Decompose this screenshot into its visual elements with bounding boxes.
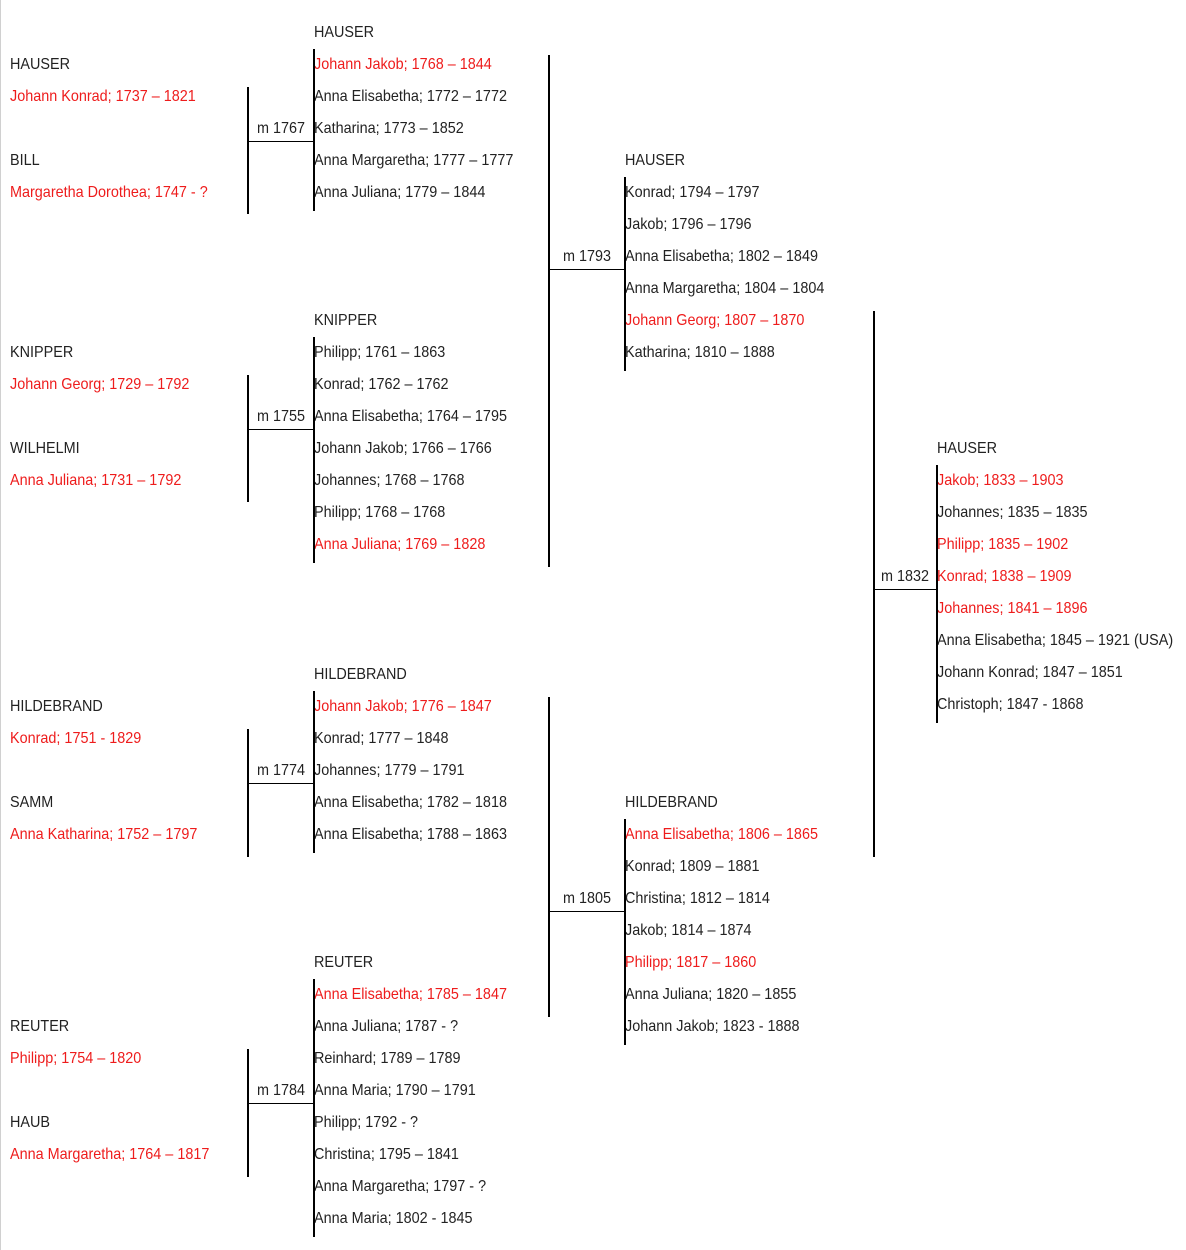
child-entry: Anna Maria; 1802 - 1845 (314, 1210, 473, 1227)
marriage-connector (874, 589, 937, 590)
couple-bar (247, 87, 249, 214)
wife-surname: SAMM (10, 794, 54, 811)
child-entry: Konrad; 1762 – 1762 (314, 376, 449, 393)
child-entry: Christoph; 1847 - 1868 (937, 696, 1084, 713)
child-entry: Anna Juliana; 1787 - ? (314, 1018, 459, 1035)
child-entry: Konrad; 1794 – 1797 (625, 184, 760, 201)
couple-bar (247, 1049, 249, 1177)
child-entry: Katharina; 1810 – 1888 (625, 344, 775, 361)
child-entry: Reinhard; 1789 – 1789 (314, 1050, 461, 1067)
child-entry: Katharina; 1773 – 1852 (314, 120, 464, 137)
husband-name: Philipp; 1754 – 1820 (10, 1050, 142, 1067)
family-surname: HILDEBRAND (314, 666, 407, 683)
children-bracket-line (624, 819, 626, 1045)
child-entry: Philipp; 1817 – 1860 (625, 954, 757, 971)
child-entry: Anna Elisabetha; 1802 – 1849 (625, 248, 818, 265)
couple-bar (548, 55, 550, 567)
wife-name: Margaretha Dorothea; 1747 - ? (10, 184, 208, 201)
child-entry: Philipp; 1835 – 1902 (937, 536, 1069, 553)
child-entry: Johann Jakob; 1768 – 1844 (314, 56, 492, 73)
child-entry: Johannes; 1835 – 1835 (937, 504, 1088, 521)
child-entry: Konrad; 1777 – 1848 (314, 730, 449, 747)
child-entry: Johannes; 1779 – 1791 (314, 762, 465, 779)
marriage-label: m 1784 (257, 1082, 306, 1099)
wife-surname: WILHELMI (10, 440, 80, 457)
children-bracket-line (313, 979, 315, 1237)
marriage-label: m 1755 (257, 408, 306, 425)
wife-surname: HAUB (10, 1114, 51, 1131)
child-entry: Anna Juliana; 1769 – 1828 (314, 536, 486, 553)
child-entry: Anna Margaretha; 1777 – 1777 (314, 152, 514, 169)
marriage-connector (248, 1103, 314, 1104)
husband-surname: KNIPPER (10, 344, 74, 361)
marriage-connector (248, 429, 314, 430)
child-entry: Anna Elisabetha; 1782 – 1818 (314, 794, 507, 811)
child-entry: Anna Juliana; 1779 – 1844 (314, 184, 486, 201)
family-surname: HAUSER (625, 152, 686, 169)
family-surname: HAUSER (937, 440, 998, 457)
marriage-label: m 1832 (881, 568, 930, 585)
child-entry: Johann Georg; 1807 – 1870 (625, 312, 805, 329)
marriage-connector (549, 911, 625, 912)
marriage-label: m 1767 (257, 120, 306, 137)
child-entry: Johann Konrad; 1847 – 1851 (937, 664, 1123, 681)
child-entry: Johann Jakob; 1766 – 1766 (314, 440, 492, 457)
wife-surname: BILL (10, 152, 40, 169)
child-entry: Anna Juliana; 1820 – 1855 (625, 986, 797, 1003)
child-entry: Anna Elisabetha; 1806 – 1865 (625, 826, 818, 843)
child-entry: Philipp; 1792 - ? (314, 1114, 419, 1131)
marriage-connector (549, 269, 625, 270)
child-entry: Christina; 1795 – 1841 (314, 1146, 459, 1163)
child-entry: Johannes; 1841 – 1896 (937, 600, 1088, 617)
husband-name: Johann Konrad; 1737 – 1821 (10, 88, 196, 105)
couple-bar (548, 697, 550, 1017)
husband-surname: HILDEBRAND (10, 698, 103, 715)
child-entry: Johann Jakob; 1823 - 1888 (625, 1018, 800, 1035)
couple-bar (247, 729, 249, 857)
child-entry: Anna Elisabetha; 1785 – 1847 (314, 986, 507, 1003)
family-surname: REUTER (314, 954, 374, 971)
child-entry: Anna Margaretha; 1797 - ? (314, 1178, 487, 1195)
children-bracket-line (313, 49, 315, 211)
child-entry: Johannes; 1768 – 1768 (314, 472, 465, 489)
family-surname: KNIPPER (314, 312, 378, 329)
children-bracket-line (936, 465, 938, 723)
family-surname: HILDEBRAND (625, 794, 718, 811)
child-entry: Anna Maria; 1790 – 1791 (314, 1082, 476, 1099)
child-entry: Johann Jakob; 1776 – 1847 (314, 698, 492, 715)
child-entry: Jakob; 1833 – 1903 (937, 472, 1064, 489)
children-bracket-line (313, 691, 315, 853)
wife-name: Anna Katharina; 1752 – 1797 (10, 826, 198, 843)
marriage-label: m 1793 (563, 248, 612, 265)
child-entry: Anna Elisabetha; 1764 – 1795 (314, 408, 507, 425)
child-entry: Anna Elisabetha; 1772 – 1772 (314, 88, 507, 105)
wife-name: Anna Juliana; 1731 – 1792 (10, 472, 182, 489)
child-entry: Jakob; 1796 – 1796 (625, 216, 752, 233)
child-entry: Anna Margaretha; 1804 – 1804 (625, 280, 825, 297)
child-entry: Philipp; 1761 – 1863 (314, 344, 446, 361)
children-bracket-line (624, 177, 626, 371)
children-bracket-line (313, 337, 315, 563)
husband-name: Johann Georg; 1729 – 1792 (10, 376, 190, 393)
husband-surname: HAUSER (10, 56, 71, 73)
child-entry: Konrad; 1809 – 1881 (625, 858, 760, 875)
child-entry: Christina; 1812 – 1814 (625, 890, 770, 907)
marriage-connector (248, 141, 314, 142)
child-entry: Anna Elisabetha; 1845 – 1921 (USA) (937, 632, 1174, 649)
marriage-label: m 1805 (563, 890, 612, 907)
child-entry: Philipp; 1768 – 1768 (314, 504, 446, 521)
family-surname: HAUSER (314, 24, 375, 41)
marriage-connector (248, 783, 314, 784)
wife-name: Anna Margaretha; 1764 – 1817 (10, 1146, 210, 1163)
child-entry: Jakob; 1814 – 1874 (625, 922, 752, 939)
marriage-label: m 1774 (257, 762, 306, 779)
page-left-border (0, 0, 1, 1250)
husband-name: Konrad; 1751 - 1829 (10, 730, 142, 747)
husband-surname: REUTER (10, 1018, 70, 1035)
child-entry: Konrad; 1838 – 1909 (937, 568, 1072, 585)
couple-bar (873, 311, 875, 857)
child-entry: Anna Elisabetha; 1788 – 1863 (314, 826, 507, 843)
couple-bar (247, 375, 249, 502)
